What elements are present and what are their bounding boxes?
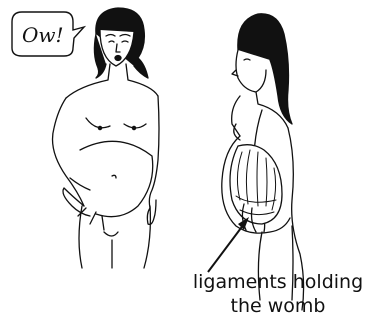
woman-side-view [222,14,304,310]
speech-bubble-text: Ow! [22,23,64,47]
callout-label: ligaments holding the womb [180,270,376,318]
callout-line-1: ligaments holding [180,270,376,294]
callout-line-2: the womb [180,294,376,318]
callout-arrow [208,217,249,272]
speech-bubble: Ow! [12,12,84,56]
